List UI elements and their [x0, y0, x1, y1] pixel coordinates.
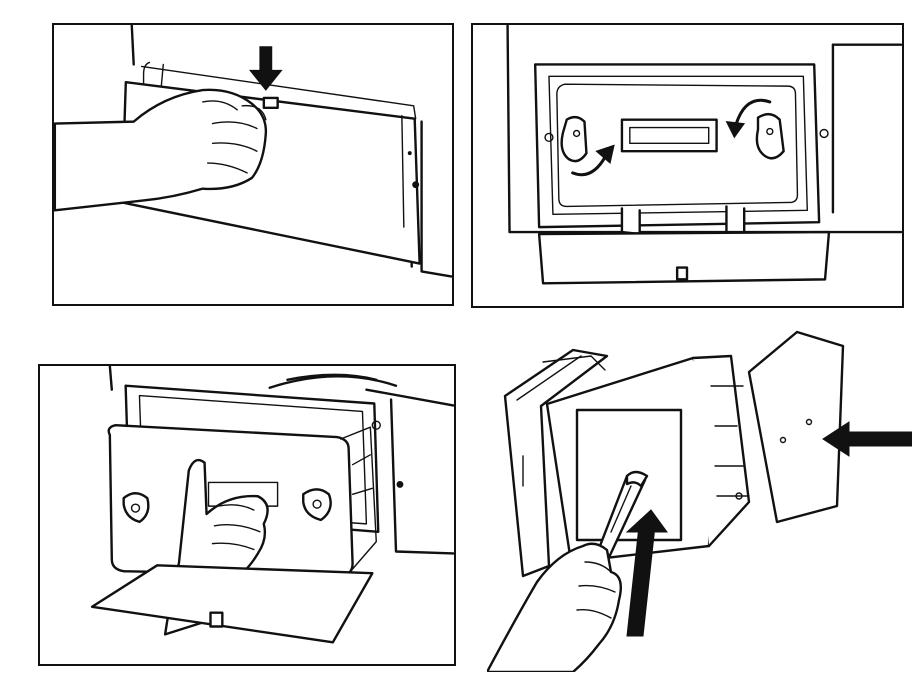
arrow-left-icon — [823, 422, 912, 456]
right-knob — [303, 489, 330, 520]
step-4-panel — [487, 326, 912, 672]
right-knob — [757, 114, 784, 158]
step-1-illustration — [54, 25, 452, 304]
filter-cover — [749, 332, 843, 522]
arrow-up-icon — [627, 510, 667, 636]
step-2-panel — [471, 23, 904, 308]
step-3-panel — [38, 364, 456, 666]
step-1-panel — [52, 23, 454, 306]
left-knob — [124, 493, 149, 522]
left-knob — [562, 117, 587, 161]
step-3-illustration — [40, 366, 454, 664]
access-flap — [92, 565, 372, 642]
step-2-illustration — [473, 25, 902, 306]
arrow-down-icon — [250, 47, 282, 90]
hand-icon — [487, 544, 621, 672]
access-flap — [539, 232, 829, 283]
hand-icon — [55, 90, 266, 210]
step-4-illustration — [487, 326, 912, 672]
rotate-counterclockwise-icon — [573, 145, 614, 174]
rotate-clockwise-icon — [726, 100, 769, 137]
cover-handle — [622, 120, 717, 152]
latch — [264, 98, 278, 108]
